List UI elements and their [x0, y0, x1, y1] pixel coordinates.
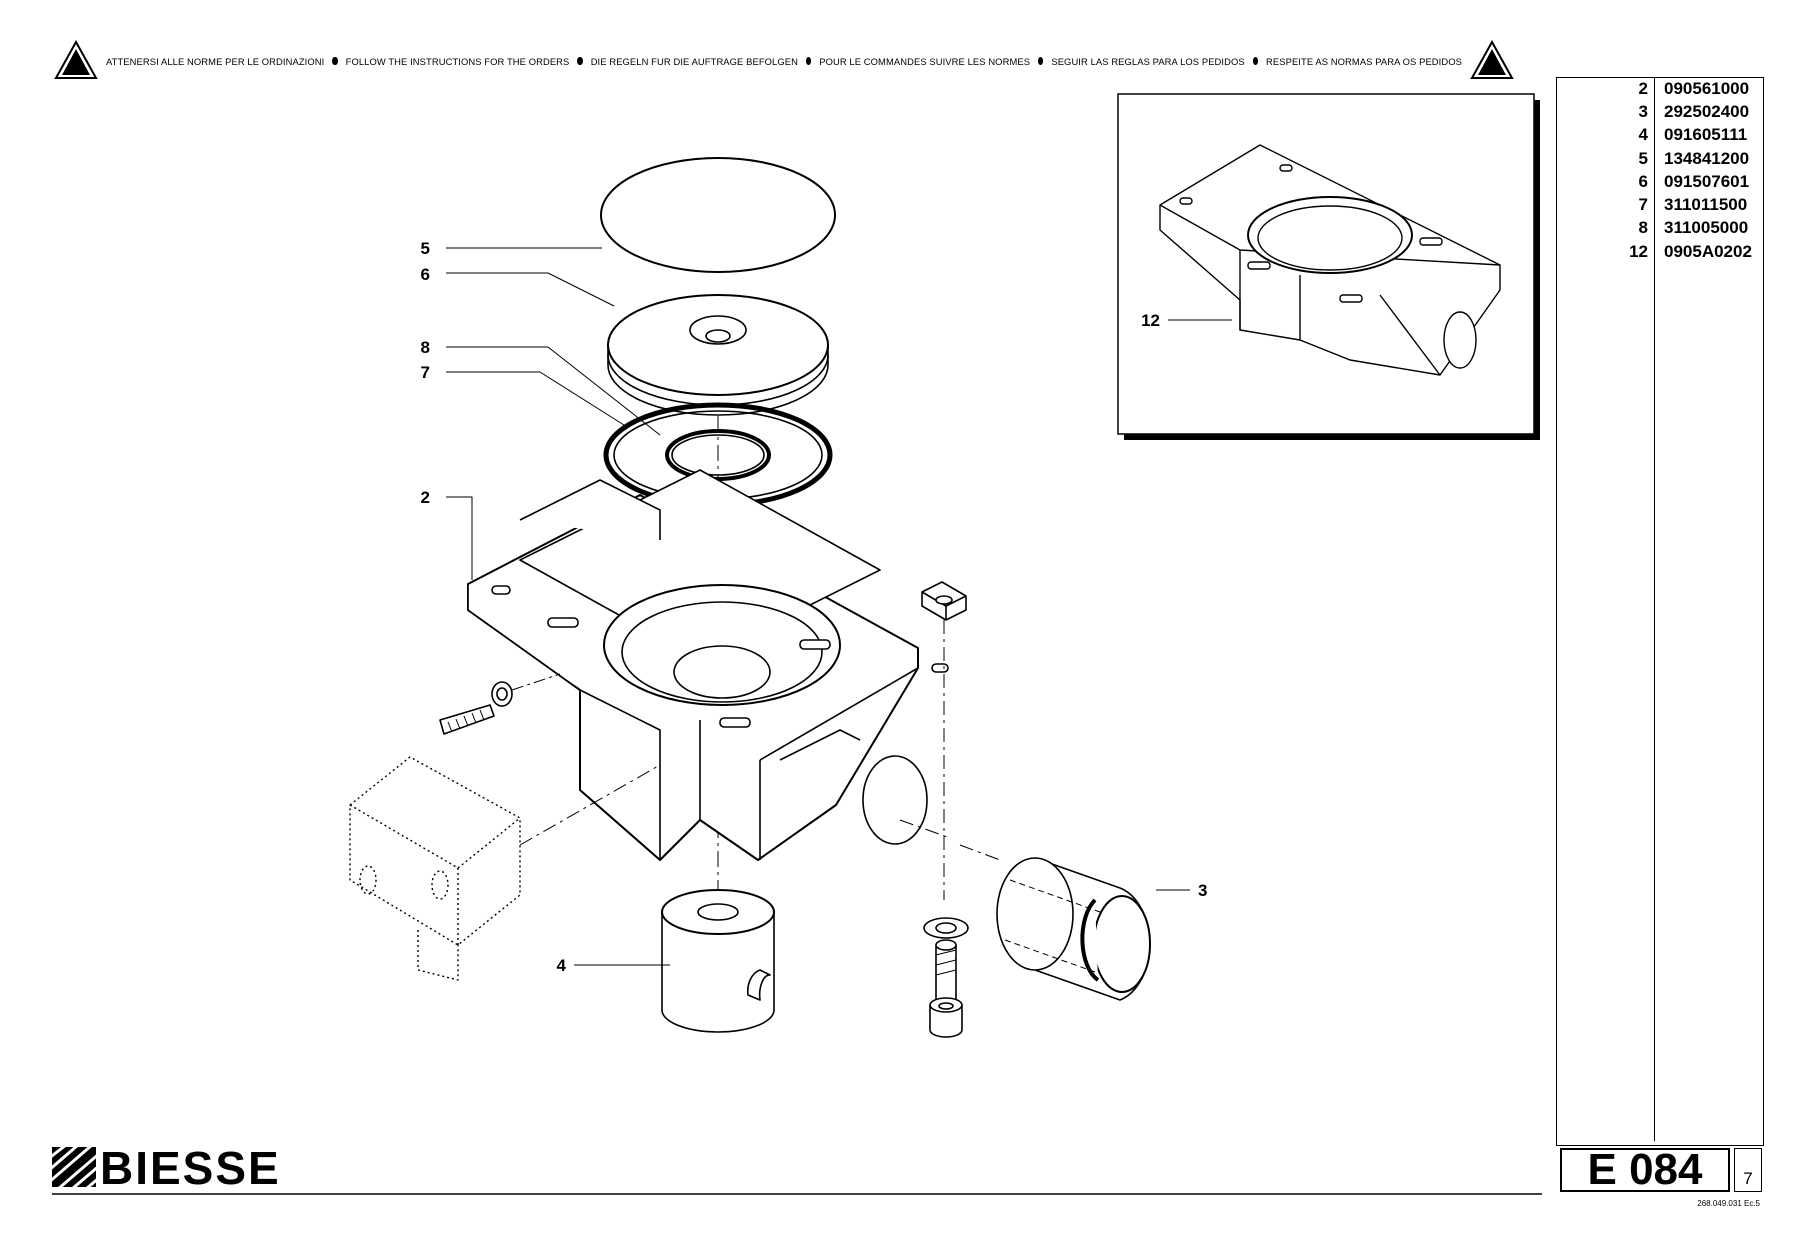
sheet-number: 7: [1734, 1148, 1762, 1192]
part-item-number: 8: [1638, 218, 1648, 238]
part-3-linear-bushing: [899, 819, 1151, 1001]
callout-8: 8: [421, 338, 430, 357]
banner-text: ATTENERSI ALLE NORME PER LE ORDINAZIONI …: [106, 38, 1462, 84]
part-code: 091507601: [1664, 171, 1750, 191]
part-code: 134841200: [1664, 148, 1750, 168]
banner-message-it: ATTENERSI ALLE NORME PER LE ORDINAZIONI: [106, 55, 325, 67]
parts-list-row: 4 091605111: [1556, 124, 1764, 147]
part-code: 292502400: [1664, 101, 1750, 121]
part-item-number: 3: [1638, 101, 1648, 121]
bullet-separator: [332, 57, 338, 65]
banner-message-fr: POUR LE COMMANDES SUIVRE LES NORMES: [819, 55, 1031, 67]
banner-message-pt: RESPEITE AS NORMAS PARA OS PEDIDOS: [1266, 55, 1462, 67]
callout-4: 4: [557, 956, 567, 975]
washer-and-cap-screw: [923, 917, 969, 1038]
part-2-main-body: [467, 469, 949, 861]
parts-list-row: 6 091507601: [1556, 170, 1764, 193]
part-item-number: 5: [1638, 148, 1648, 168]
part-code: 311011500: [1664, 195, 1748, 215]
part-item-number: 12: [1629, 241, 1648, 261]
bullet-separator: [805, 57, 812, 65]
parts-list-row: 8 311005000: [1556, 217, 1764, 240]
banner-message-es: SEGUIR LAS REGLAS PARA LOS PEDIDOS: [1051, 55, 1245, 67]
banner-message-de: DIE REGELN FUR DIE AUFTRAGE BEFOLGEN: [590, 55, 798, 67]
part-item-number: 4: [1638, 125, 1648, 145]
bullet-separator: [1038, 57, 1044, 65]
set-screw-left: [439, 673, 561, 735]
part-code: 311005000: [1664, 218, 1749, 238]
drawing-code-block: E 084 7: [1556, 1145, 1764, 1195]
bullet-separator: [1252, 57, 1259, 65]
banner-message-en: FOLLOW THE INSTRUCTIONS FOR THE ORDERS: [345, 55, 570, 67]
parts-list-row: 7 311011500: [1556, 193, 1764, 216]
ordering-instructions-banner: ATTENERSI ALLE NORME PER LE ORDINAZIONI …: [54, 38, 1514, 84]
parts-list-row: 3 292502400: [1556, 100, 1764, 123]
parts-list-row: 5 134841200: [1556, 147, 1764, 170]
warning-triangle-icon: [1470, 40, 1514, 79]
parts-list-row: 12 0905A0202: [1556, 240, 1764, 263]
callout-leader-lines: [446, 247, 1190, 966]
parts-list: 2 090561000 3 292502400 4 091605111 5 134841200…: [1556, 77, 1764, 263]
callout-7: 7: [421, 363, 430, 382]
drawing-code: E 084: [1560, 1145, 1730, 1194]
part-item-number: 6: [1638, 171, 1648, 191]
document-reference: 268.049.031 Ec.5: [1697, 1199, 1760, 1208]
callout-12: 12: [1141, 311, 1160, 330]
warning-triangle-icon: [54, 40, 98, 79]
parts-column-divider: [1654, 77, 1655, 1141]
bullet-separator: [577, 57, 583, 65]
parts-list-row: 2 090561000: [1556, 77, 1764, 100]
callout-3: 3: [1198, 881, 1207, 900]
callout-2: 2: [421, 488, 430, 507]
part-code: 091605111: [1664, 125, 1748, 145]
callout-6: 6: [421, 265, 430, 284]
biesse-logo-mark-icon: [52, 1147, 96, 1187]
part-item-number: 2: [1638, 78, 1648, 98]
biesse-logo: BIESSE: [52, 1142, 292, 1194]
part-code: 090561000: [1664, 78, 1750, 98]
detail-inset: 12: [1117, 93, 1540, 440]
part-6-piston: [607, 294, 829, 416]
brand-name: BIESSE: [100, 1142, 281, 1194]
parts-panel-frame: [1556, 77, 1764, 1146]
parts-list-panel: 2 090561000 3 292502400 4 091605111 5 134841200…: [1556, 77, 1764, 1193]
part-4-cylinder-pin: [661, 889, 775, 1033]
square-nut: [921, 581, 967, 900]
part-5-cover-disk: [600, 157, 836, 273]
callout-5: 5: [421, 239, 430, 258]
part-item-number: 7: [1638, 195, 1648, 215]
part-8-small-ring: [665, 429, 771, 481]
dotted-cylinder-outline: [349, 756, 661, 981]
part-code: 0905A0202: [1664, 241, 1752, 261]
